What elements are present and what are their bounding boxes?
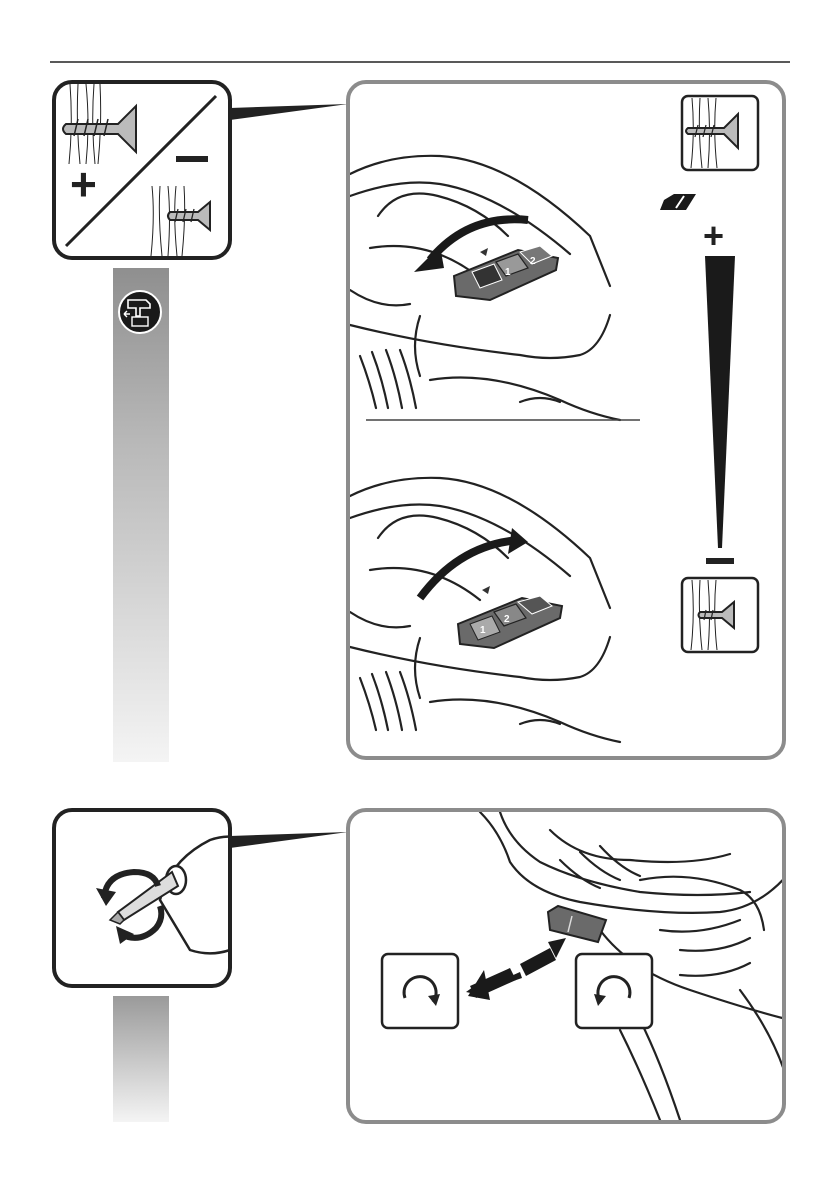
torque-section: +	[54, 82, 784, 762]
scale-minus-sign	[706, 558, 734, 564]
rotate-clockwise-icon	[382, 954, 458, 1028]
rotation-thumbnail	[54, 810, 250, 986]
speed-label-2-lower: 2	[504, 614, 510, 625]
direction-section	[54, 810, 790, 1122]
step-gradient-bar	[113, 268, 169, 762]
speed-label-1-upper: 1	[505, 267, 511, 278]
torque-detail-panel: 1 2	[348, 82, 784, 758]
speed-label-2-upper: 2	[530, 256, 536, 267]
large-screw-box-icon	[682, 96, 758, 170]
screw-size-thumbnail: +	[54, 82, 230, 258]
direction-detail-panel	[348, 810, 790, 1122]
rotate-counterclockwise-icon	[576, 954, 652, 1028]
thumb-plus-sign: +	[70, 158, 97, 210]
callout-pointer-2	[230, 832, 348, 848]
scale-plus-sign: +	[703, 215, 724, 256]
step-gradient-bar-2	[113, 996, 169, 1122]
small-screw-box-icon	[682, 578, 758, 652]
thumb-minus-sign	[176, 156, 208, 162]
speed-label-1-lower: 1	[480, 625, 486, 636]
drill-battery-icon	[119, 291, 161, 333]
callout-pointer	[230, 104, 348, 120]
